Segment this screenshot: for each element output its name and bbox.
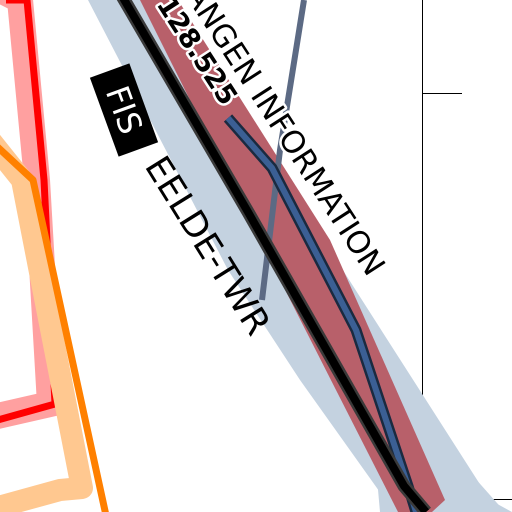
orange-airspace-boundary xyxy=(0,134,109,512)
red-airspace-line xyxy=(0,0,59,424)
orange-airspace-line xyxy=(0,144,109,512)
fis-badge-background xyxy=(89,63,159,157)
red-airspace-boundary xyxy=(0,0,64,429)
black-boundary-line xyxy=(119,0,430,512)
orange-airspace-tint xyxy=(0,134,93,512)
